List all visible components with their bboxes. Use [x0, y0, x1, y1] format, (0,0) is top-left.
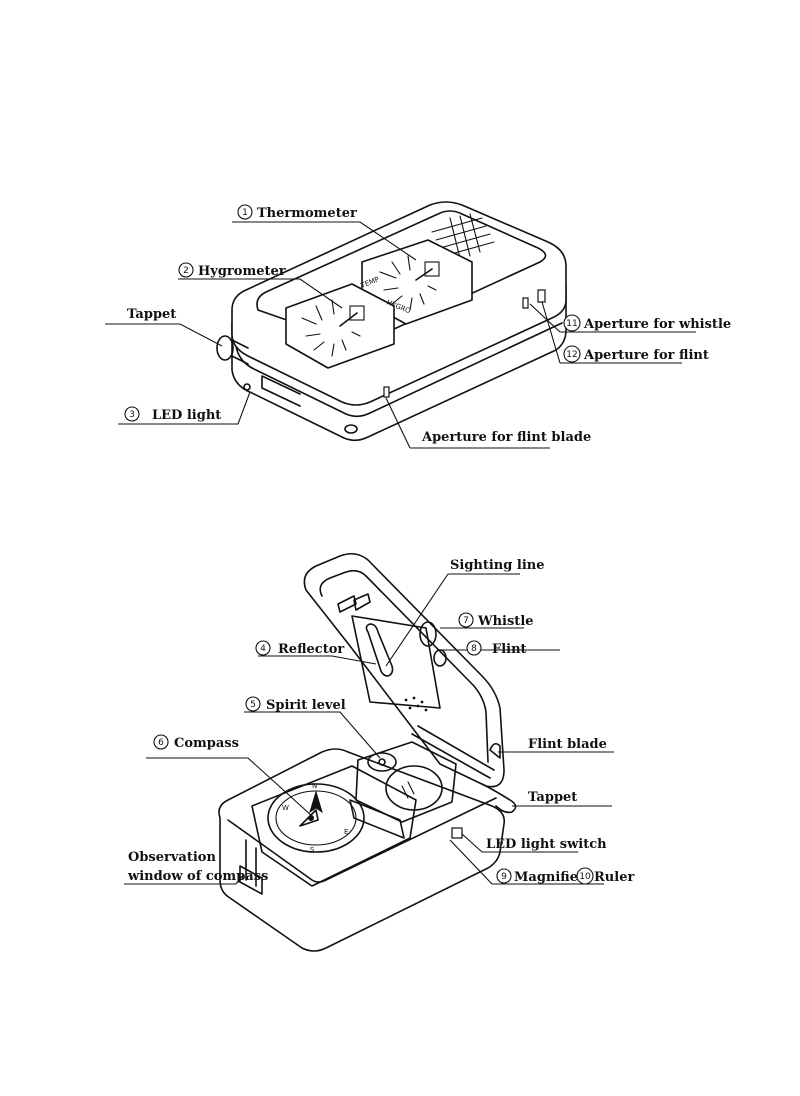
- hygrometer-number: 2: [183, 266, 189, 276]
- top-leader-lines: [105, 221, 696, 449]
- thermometer-label: Thermometer: [257, 206, 357, 221]
- magnifier-number: 9: [501, 872, 507, 882]
- flint-blade-label: Flint blade: [528, 737, 607, 752]
- reflector-label: Reflector: [278, 642, 344, 657]
- magnifier-label: Magnifier: [514, 870, 585, 885]
- sighting-line-label: Sighting line: [450, 558, 544, 573]
- tappet-2-label: Tappet: [528, 790, 577, 805]
- whistle-label: Whistle: [477, 614, 534, 629]
- flint-number: 8: [471, 644, 477, 654]
- flint-label: Flint: [492, 642, 527, 657]
- bottom-labels: Sighting line 7 Whistle 4 Reflector 8 Fl…: [127, 558, 634, 885]
- aperture-whistle-number: 11: [566, 319, 577, 329]
- hygrometer-label: Hygrometer: [198, 264, 286, 279]
- compass-label: Compass: [174, 736, 239, 751]
- top-labels: 1 Thermometer 2 Hygrometer Tappet 3 LED …: [124, 204, 731, 445]
- aperture-flint-blade-label: Aperture for flint blade: [421, 430, 591, 445]
- whistle-number: 7: [463, 616, 469, 626]
- aperture-flint-number: 12: [566, 350, 577, 360]
- compass-letter-w: W: [282, 804, 289, 812]
- observation-label-line1: Observation: [128, 850, 216, 865]
- compass-number: 6: [158, 738, 164, 748]
- ruler-label: Ruler: [594, 870, 634, 885]
- compass-letter-n: N: [312, 782, 317, 790]
- open-device-drawing: N E S W: [218, 552, 517, 952]
- observation-label-line2: window of compass: [127, 869, 268, 884]
- compass-letter-s: S: [310, 846, 315, 854]
- thermometer-number: 1: [242, 208, 248, 218]
- closed-device-drawing: TEMP HYGRO: [216, 201, 567, 442]
- led-switch-label: LED light switch: [486, 837, 607, 852]
- led-light-number: 3: [129, 410, 135, 420]
- ruler-number: 10: [579, 872, 591, 882]
- aperture-flint-label: Aperture for flint: [583, 348, 709, 363]
- reflector-number: 4: [260, 644, 266, 654]
- bottom-leader-lines: [124, 573, 614, 885]
- spirit-level-label: Spirit level: [266, 698, 346, 713]
- tappet-label: Tappet: [127, 307, 176, 322]
- spirit-level-number: 5: [250, 700, 256, 710]
- compass-letter-e: E: [344, 828, 348, 836]
- led-light-label: LED light: [152, 408, 221, 423]
- aperture-whistle-label: Aperture for whistle: [583, 317, 731, 332]
